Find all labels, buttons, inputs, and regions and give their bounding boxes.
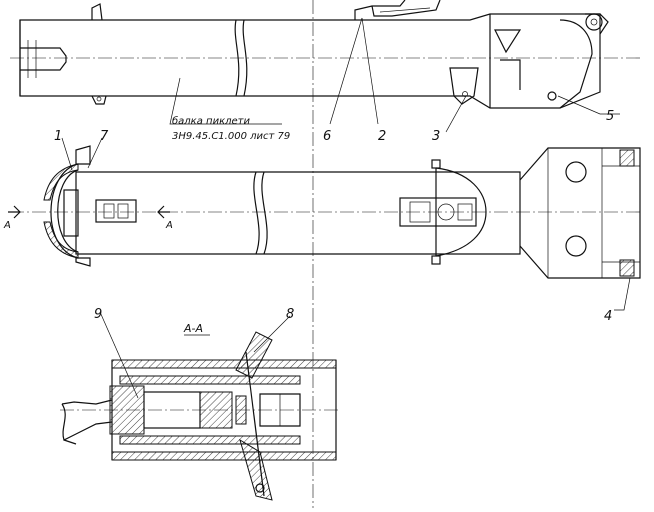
callout-8: 8	[286, 307, 294, 322]
plan-view	[8, 145, 641, 279]
section-a-a-view	[60, 331, 340, 501]
note-line-2: 3Н9.45.С1.000 лист 79	[172, 131, 290, 142]
section-mark-left: А	[3, 220, 11, 231]
callout-9: 9	[94, 307, 102, 322]
callout-7: 7	[100, 129, 109, 144]
callout-leaders	[61, 17, 631, 399]
note-line-1: балка пиклети	[172, 115, 250, 127]
note-leader	[169, 77, 282, 125]
callout-3: 3	[432, 129, 440, 144]
callout-6: 6	[323, 129, 331, 144]
section-title: А-А	[183, 322, 203, 335]
callout-1: 1	[54, 129, 62, 144]
callout-4: 4	[604, 309, 612, 324]
callout-5: 5	[606, 109, 614, 124]
section-mark-right: А	[165, 220, 173, 231]
callout-2: 2	[378, 129, 386, 144]
